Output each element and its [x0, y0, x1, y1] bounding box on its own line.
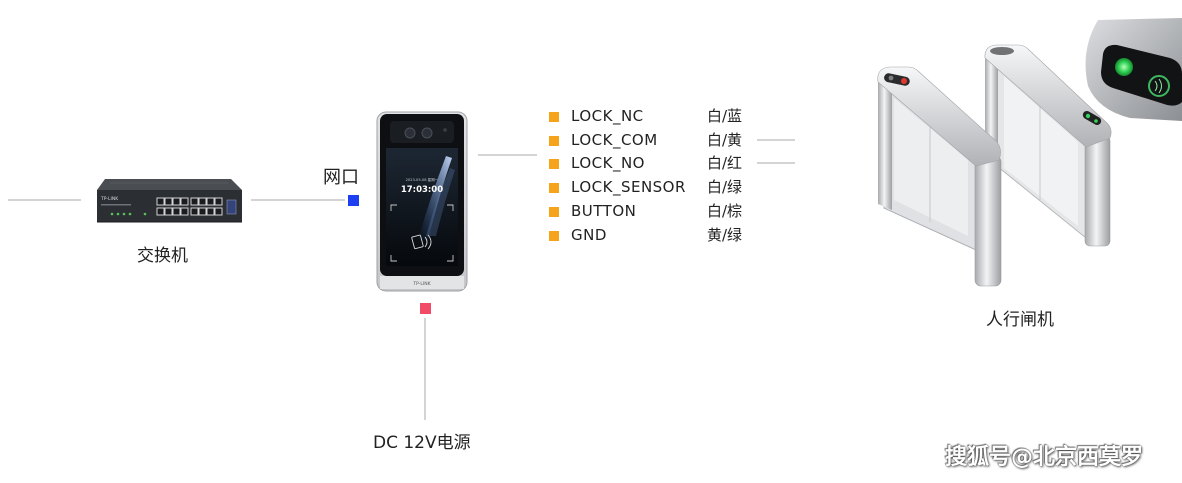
front-top-rail	[877, 66, 1001, 167]
front-post	[974, 155, 1002, 287]
screen-light-beam	[418, 156, 452, 240]
switch-port	[172, 197, 181, 206]
face-recognition-terminal: 2023-05-08 星期一 17:03:00 TP-LINK	[376, 111, 468, 292]
switch-brand-logo: TP-LINK	[100, 196, 119, 202]
switch-port	[164, 197, 173, 206]
switch-port	[190, 207, 199, 216]
wire-color: 白/黄	[707, 131, 743, 149]
switch-model-text	[101, 204, 131, 206]
watermark: 搜狐号@北京西莫罗	[945, 445, 1144, 470]
switch-port	[198, 197, 207, 206]
nfc-wave-icon	[1154, 78, 1162, 94]
front-red-led	[901, 78, 907, 84]
switch-port	[164, 207, 173, 216]
power-marker	[420, 303, 431, 314]
camera-lens-icon	[421, 127, 433, 139]
wiring-row: LOCK_NO 白/红	[549, 155, 769, 173]
wire-color: 白/棕	[707, 202, 743, 220]
nfc-reader-icon	[1148, 75, 1170, 97]
rear-green-led	[1094, 119, 1098, 123]
signal-name: LOCK_SENSOR	[571, 178, 686, 196]
rear-top-rail	[984, 44, 1112, 148]
nfc-card-icon	[411, 234, 432, 250]
switch-port	[206, 197, 215, 206]
wire-color: 白/绿	[707, 178, 743, 196]
wiring-row: LOCK_COM 白/黄	[549, 132, 769, 150]
network-switch: TP-LINK	[97, 179, 242, 223]
switch-port	[198, 207, 207, 216]
switch-port	[156, 207, 165, 216]
wiring-row: GND 黄/绿	[549, 227, 769, 245]
switch-led	[128, 212, 132, 216]
power-label: DC 12V电源	[373, 433, 471, 453]
network-port-marker	[348, 195, 359, 206]
turnstile-gate	[877, 18, 1182, 287]
switch-port	[190, 197, 199, 206]
screen-date: 2023-05-08 星期一	[406, 177, 439, 182]
signal-name: LOCK_COM	[571, 131, 658, 149]
switch-port	[214, 207, 223, 216]
turnstile-label: 人行闸机	[986, 310, 1054, 330]
front-front-frame	[878, 82, 892, 210]
terminal-bottom-strip	[380, 276, 464, 289]
switch-led	[116, 212, 120, 216]
turnstile-rear-unit	[984, 44, 1112, 247]
wiring-row: LOCK_SENSOR 白/绿	[549, 179, 769, 197]
switch-port	[172, 207, 181, 216]
wire-color: 白/红	[707, 154, 743, 172]
rear-glass-highlight	[1004, 76, 1078, 226]
switch-port	[214, 197, 223, 206]
rear-post	[1084, 135, 1111, 247]
switch-led	[110, 212, 114, 216]
front-glass-highlight	[894, 98, 968, 236]
wiring-bullet	[549, 207, 559, 217]
rear-green-led	[1085, 113, 1091, 119]
rear-cap-display	[990, 47, 1014, 55]
wire-color: 白/蓝	[707, 107, 743, 125]
screen-light-haze	[426, 168, 455, 236]
wiring-bullet	[549, 231, 559, 241]
switch-front-panel	[97, 190, 242, 222]
switch-port	[156, 197, 165, 206]
face-frame-corner	[390, 204, 397, 211]
switch-led	[143, 212, 147, 216]
face-frame-corner	[390, 255, 397, 262]
switch-port	[180, 197, 189, 206]
green-status-indicator	[1115, 58, 1133, 76]
switch-top-face	[97, 179, 242, 190]
face-frame-corner	[447, 255, 454, 262]
wiring-bullet	[549, 112, 559, 122]
switch-port	[206, 207, 215, 216]
wiring-bullet	[549, 183, 559, 193]
gate-reader-closeup	[1085, 18, 1182, 121]
network-port-label: 网口	[323, 167, 359, 188]
face-frame-corner	[447, 204, 454, 211]
switch-sfp-port	[226, 199, 237, 215]
switch-led	[122, 212, 126, 216]
wiring-bullet	[549, 159, 559, 169]
switch-label: 交换机	[137, 246, 188, 266]
wiring-row: LOCK_NC 白/蓝	[549, 108, 769, 126]
signal-name: LOCK_NO	[571, 154, 645, 172]
turnstile-front-unit	[877, 66, 1002, 287]
camera-lens-icon	[404, 127, 416, 139]
light-sensor-icon	[443, 128, 447, 132]
switch-port	[180, 207, 189, 216]
wiring-row: BUTTON 白/棕	[549, 203, 769, 221]
wire-color: 黄/绿	[707, 226, 743, 244]
signal-name: BUTTON	[571, 202, 637, 220]
front-gray-led	[888, 75, 894, 81]
terminal-brand-logo: TP-LINK	[412, 281, 431, 287]
signal-name: LOCK_NC	[571, 107, 644, 125]
screen-time: 17:03:00	[401, 185, 443, 195]
wiring-bullet	[549, 136, 559, 146]
signal-name: GND	[571, 226, 607, 244]
